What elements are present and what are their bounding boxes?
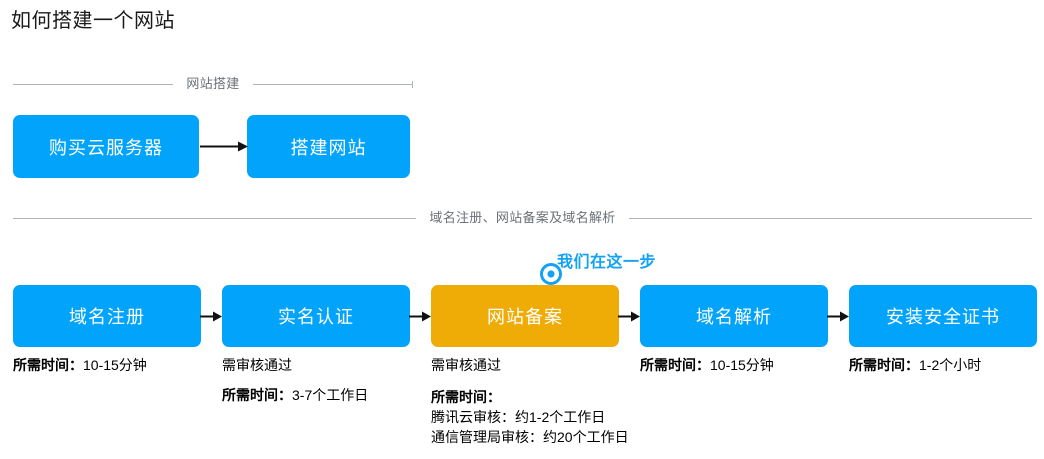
caption-realname-auth-note: 需审核通过 bbox=[222, 357, 292, 373]
caption-label: 所需时间： bbox=[431, 389, 501, 405]
step-box-install-ssl-certificate[interactable]: 安装安全证书 bbox=[849, 285, 1037, 347]
page-title: 如何搭建一个网站 bbox=[11, 10, 175, 32]
section-divider-label-build: 网站搭建 bbox=[186, 76, 240, 91]
divider-rule-right bbox=[252, 80, 414, 88]
step-box-buy-cloud-server[interactable]: 购买云服务器 bbox=[13, 115, 199, 178]
caption-icp-filing-note: 需审核通过 bbox=[431, 357, 501, 373]
divider-rule-left bbox=[13, 217, 417, 219]
step-box-label: 域名注册 bbox=[69, 307, 145, 327]
arrow-right-icon bbox=[827, 311, 849, 322]
caption-value-tencent-review: 腾讯云审核：约1-2个工作日 bbox=[431, 409, 606, 425]
divider-rule-left bbox=[13, 83, 174, 85]
caption-install-ssl-time: 所需时间：1-2个小时 bbox=[849, 355, 981, 375]
divider-rule-right bbox=[628, 217, 1033, 219]
step-box-label: 购买云服务器 bbox=[49, 137, 163, 158]
step-box-label: 搭建网站 bbox=[290, 137, 367, 158]
caption-realname-auth-time: 所需时间：3-7个工作日 bbox=[222, 385, 368, 405]
here-marker-label: 我们在这一步 bbox=[557, 254, 657, 271]
caption-value: 10-15分钟 bbox=[710, 357, 774, 373]
caption-value: 3-7个工作日 bbox=[292, 387, 369, 403]
step-box-realname-authentication[interactable]: 实名认证 bbox=[222, 285, 410, 347]
caption-label: 所需时间： bbox=[640, 357, 710, 373]
step-box-label: 域名解析 bbox=[696, 307, 772, 327]
arrow-right-icon bbox=[618, 311, 640, 322]
step-box-label: 实名认证 bbox=[278, 307, 354, 327]
caption-value: 10-15分钟 bbox=[83, 357, 147, 373]
caption-label: 所需时间： bbox=[222, 387, 292, 403]
step-box-domain-registration[interactable]: 域名注册 bbox=[13, 285, 201, 347]
section-divider-build: 网站搭建 bbox=[13, 75, 414, 93]
target-ring-icon bbox=[538, 261, 564, 287]
step-box-build-website[interactable]: 搭建网站 bbox=[247, 115, 410, 178]
caption-icp-filing-time: 所需时间： 腾讯云审核：约1-2个工作日 通信管理局审核：约20个工作日 bbox=[431, 387, 629, 447]
step-box-domain-resolution[interactable]: 域名解析 bbox=[640, 285, 828, 347]
step-box-website-icp-filing[interactable]: 网站备案 bbox=[431, 285, 619, 347]
caption-label: 所需时间： bbox=[13, 357, 83, 373]
arrow-right-icon bbox=[409, 311, 431, 322]
caption-domain-registration-time: 所需时间：10-15分钟 bbox=[13, 355, 147, 375]
caption-label: 所需时间： bbox=[849, 357, 919, 373]
section-divider-domain: 域名注册、网站备案及域名解析 bbox=[13, 209, 1033, 227]
section-divider-label-domain: 域名注册、网站备案及域名解析 bbox=[429, 210, 616, 225]
step-box-label: 安装安全证书 bbox=[886, 307, 1000, 327]
caption-value-mii-review: 通信管理局审核：约20个工作日 bbox=[431, 429, 629, 445]
arrow-right-icon bbox=[200, 141, 248, 152]
caption-domain-resolution-time: 所需时间：10-15分钟 bbox=[640, 355, 774, 375]
step-box-label: 网站备案 bbox=[487, 307, 563, 327]
caption-value: 1-2个小时 bbox=[919, 357, 982, 373]
arrow-right-icon bbox=[200, 311, 222, 322]
